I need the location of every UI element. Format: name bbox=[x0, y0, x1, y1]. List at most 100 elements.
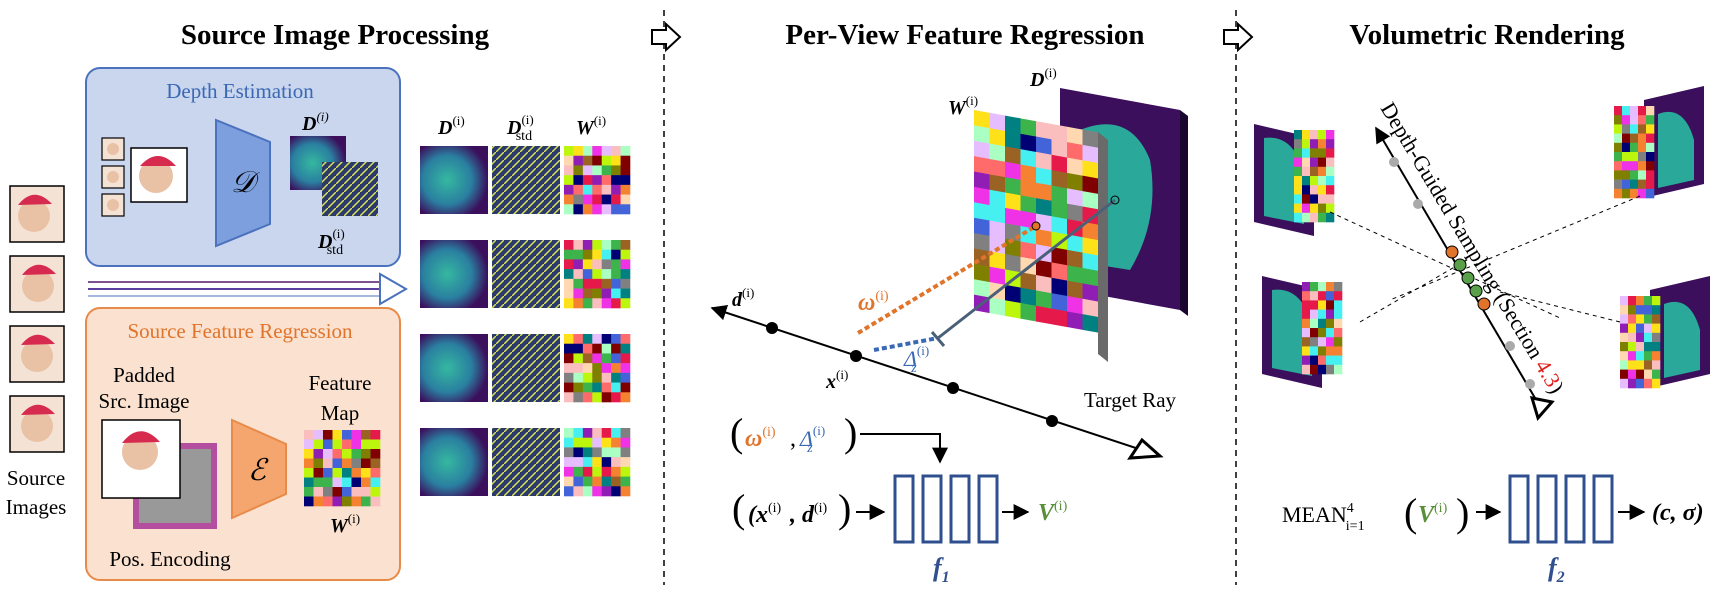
grid-cell bbox=[323, 496, 333, 507]
grid-cell bbox=[592, 382, 603, 393]
grid-cell bbox=[1302, 130, 1311, 140]
grid-cell bbox=[1005, 207, 1021, 227]
grid-cell bbox=[620, 194, 631, 205]
grid-cell bbox=[1638, 170, 1647, 180]
grid-cell bbox=[1310, 185, 1319, 195]
grid-cell bbox=[370, 468, 381, 478]
grid-cell bbox=[1334, 337, 1343, 347]
ray-sample-1 bbox=[766, 322, 778, 334]
thumb-depth bbox=[420, 428, 488, 496]
grid-cell bbox=[1644, 351, 1653, 361]
grid-cell bbox=[1636, 305, 1645, 315]
grid-cell bbox=[370, 430, 381, 440]
flow-arrowhead bbox=[379, 272, 409, 306]
thumb-weights bbox=[564, 240, 631, 309]
grid-cell bbox=[1036, 290, 1052, 309]
grid-cell bbox=[1334, 291, 1343, 301]
grid-cell bbox=[361, 477, 371, 488]
omega-label: ω(i) bbox=[858, 289, 889, 316]
grid-cell bbox=[601, 447, 612, 458]
grid-cell bbox=[304, 449, 314, 459]
grid-cell bbox=[1067, 265, 1083, 284]
grid-cell bbox=[1638, 142, 1647, 153]
grid-cell bbox=[1620, 369, 1629, 380]
grid-cell bbox=[564, 155, 574, 166]
grid-cell bbox=[1318, 139, 1327, 149]
grid-cell bbox=[1614, 106, 1623, 116]
grid-cell bbox=[592, 437, 603, 448]
grid-cell bbox=[1318, 328, 1327, 338]
grid-cell bbox=[989, 112, 1006, 132]
grid-cell bbox=[342, 439, 352, 450]
grid-cell bbox=[1310, 148, 1319, 158]
grid-cell bbox=[582, 457, 593, 468]
grid-cell bbox=[1318, 203, 1327, 214]
grid-cell bbox=[1051, 123, 1068, 143]
grid-cell bbox=[1652, 314, 1661, 324]
output-v: V(i) bbox=[1038, 499, 1068, 526]
thumb-weights bbox=[564, 334, 631, 403]
grid-cell bbox=[1318, 300, 1327, 310]
grid-cell bbox=[351, 468, 362, 478]
grid-cell bbox=[582, 240, 593, 251]
grid-cell bbox=[592, 146, 603, 157]
grid-cell bbox=[611, 343, 621, 354]
grid-cell bbox=[611, 204, 621, 215]
grid-cell bbox=[1644, 323, 1653, 334]
grid-cell bbox=[342, 477, 352, 488]
view-volume bbox=[1620, 276, 1710, 389]
grid-cell bbox=[1646, 179, 1655, 190]
grid-cell bbox=[1005, 254, 1021, 273]
grid-cell bbox=[564, 278, 574, 289]
grid-cell bbox=[1310, 157, 1319, 168]
flow-arrow-2 bbox=[1223, 21, 1254, 53]
grid-cell bbox=[620, 204, 631, 215]
grid-cell bbox=[1318, 291, 1327, 301]
grid-cell bbox=[323, 477, 333, 488]
thumb-depth-std bbox=[492, 240, 560, 308]
grid-cell bbox=[1051, 185, 1068, 205]
grid-cell bbox=[1636, 332, 1645, 343]
grid-cell bbox=[1614, 179, 1623, 190]
grid-cell bbox=[1302, 185, 1311, 195]
grid-cell bbox=[592, 249, 603, 260]
grid-cell bbox=[620, 466, 631, 477]
grid-cell bbox=[620, 363, 631, 374]
grid-cell bbox=[1067, 157, 1083, 177]
grid-cell bbox=[1646, 142, 1655, 153]
grid-cell bbox=[361, 449, 371, 459]
grid-cell bbox=[1652, 296, 1661, 306]
grid-cell bbox=[1636, 342, 1645, 352]
grid-cell bbox=[573, 298, 584, 309]
grid-cell bbox=[601, 184, 612, 195]
grid-cell bbox=[370, 487, 381, 497]
grid-cell bbox=[974, 263, 990, 283]
grid-cell bbox=[1318, 176, 1327, 186]
grid-cell bbox=[611, 184, 621, 195]
grid-cell bbox=[370, 477, 381, 488]
padded-image bbox=[101, 419, 217, 529]
grid-cell bbox=[332, 449, 343, 459]
grid-cell bbox=[611, 175, 621, 186]
grid-cell bbox=[1644, 360, 1653, 370]
grid-cell bbox=[1082, 160, 1099, 179]
grid-cell bbox=[573, 353, 584, 364]
grid-cell bbox=[1652, 323, 1661, 334]
feature-map-grid bbox=[304, 430, 381, 507]
grid-cell bbox=[323, 458, 333, 469]
grid-cell bbox=[1620, 378, 1629, 389]
grid-cell bbox=[1644, 305, 1653, 315]
grid-cell bbox=[601, 457, 612, 468]
grid-cell bbox=[351, 487, 362, 497]
svg-text:(: ( bbox=[1404, 490, 1417, 535]
image-pyramid bbox=[101, 137, 188, 217]
grid-cell bbox=[592, 428, 603, 439]
grid-cell bbox=[582, 269, 593, 280]
omega-line bbox=[856, 224, 1038, 335]
grid-cell bbox=[620, 476, 631, 487]
grid-cell bbox=[564, 269, 574, 280]
grid-cell bbox=[1628, 314, 1637, 324]
grid-cell bbox=[1318, 185, 1327, 195]
grid-cell bbox=[1310, 203, 1319, 214]
